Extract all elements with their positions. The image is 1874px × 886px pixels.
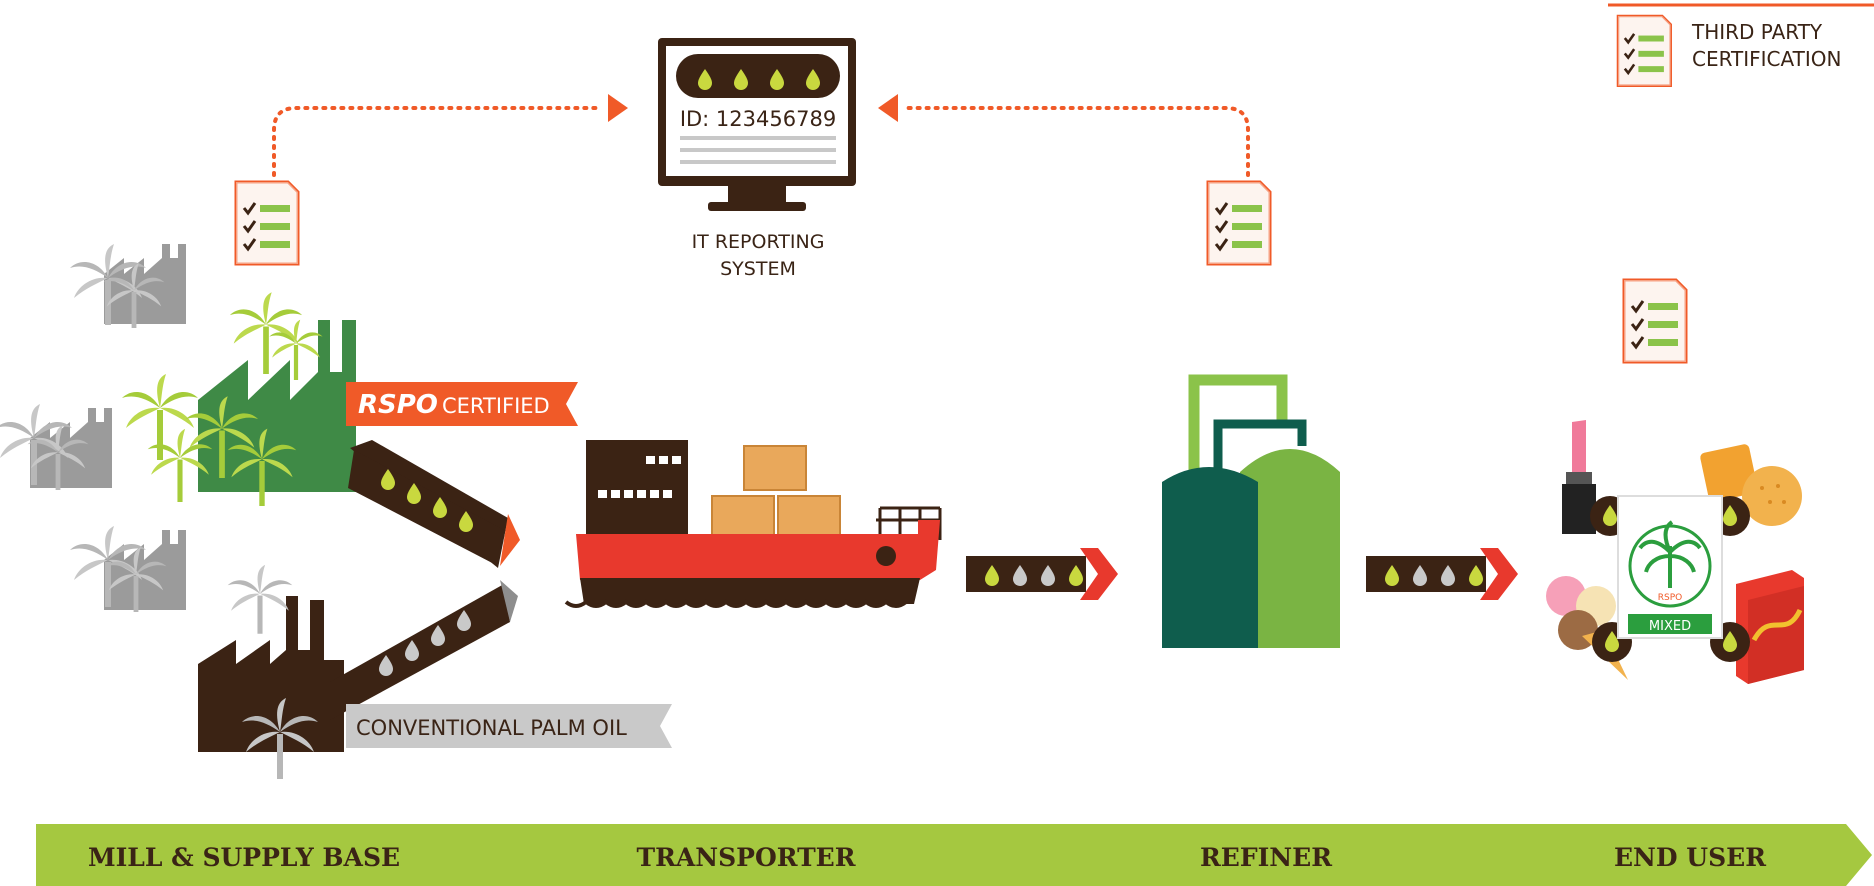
lipstick-icon [1562, 420, 1596, 534]
rspo-certified-text: CERTIFIED [442, 394, 550, 418]
conventional-palm-oil-banner: CONVENTIONAL PALM OIL [346, 704, 672, 748]
legend-label-line1: THIRD PARTY [1691, 20, 1823, 44]
factory-icon [30, 408, 112, 488]
rspo-seal-badge: MIXED [1649, 619, 1691, 634]
monitor-icon [658, 38, 856, 211]
end-user-products: MIXED RSPO [1546, 420, 1804, 684]
stage-label-transporter: TRANSPORTER [636, 843, 855, 872]
cookie-icon [1700, 444, 1802, 526]
conventional-banner-text: CONVENTIONAL PALM OIL [356, 716, 627, 740]
conveyor-to-refiner [966, 548, 1118, 600]
arrow-right-icon [1480, 548, 1518, 600]
right-dotted-connector [902, 106, 1250, 177]
certificate-icon [1622, 278, 1688, 364]
factory-icon [198, 320, 356, 492]
record-id: ID: 123456789 [680, 107, 836, 131]
stage-label-refiner: REFINER [1200, 843, 1332, 872]
arrow-right-icon [1080, 548, 1118, 600]
certificate-icon [1616, 14, 1672, 87]
palm-tree-icon [229, 292, 303, 374]
report-connectors [272, 94, 1250, 177]
left-dotted-connector [272, 106, 602, 177]
arrow-left-icon [878, 94, 898, 122]
stage-arrow [36, 824, 1872, 886]
rspo-brand-text: RSPO [358, 390, 438, 420]
factory-icon [104, 530, 186, 610]
arrow-right-icon [500, 514, 520, 566]
factory-icon [198, 596, 344, 752]
stage-bar: MILL & SUPPLY BASE TRANSPORTER REFINER E… [36, 824, 1872, 886]
it-system-label-line1: IT REPORTING [692, 231, 825, 253]
cereal-box-icon [1736, 570, 1804, 684]
arrow-right-icon [500, 580, 518, 622]
it-system-label-line2: SYSTEM [720, 258, 796, 280]
refinery-tank-icon [1162, 374, 1340, 648]
certificate-icon [234, 180, 300, 266]
stage-label-mill: MILL & SUPPLY BASE [88, 843, 400, 872]
arrow-right-icon [608, 94, 628, 122]
stage-label-end-user: END USER [1614, 843, 1766, 872]
it-reporting-system: ID: 123456789 IT REPORTING SYSTEM [658, 38, 856, 280]
conventional-mill [198, 564, 344, 779]
rspo-seal-icon: MIXED RSPO [1617, 495, 1723, 639]
legend-label-line2: CERTIFICATION [1692, 47, 1841, 71]
rspo-certified-banner: RSPO CERTIFIED [346, 382, 578, 426]
ship-icon [564, 440, 942, 608]
certified-oil-conveyor [348, 440, 520, 568]
certificate-icon [1206, 180, 1272, 266]
factory-icon [104, 244, 186, 324]
rspo-certified-mill [122, 292, 356, 506]
rspo-seal-brand: RSPO [1658, 593, 1682, 603]
conventional-oil-conveyor [330, 580, 518, 720]
palm-tree-icon [227, 564, 293, 634]
legend: THIRD PARTY CERTIFICATION [1608, 3, 1874, 87]
conveyor-to-end-user [1366, 548, 1518, 600]
